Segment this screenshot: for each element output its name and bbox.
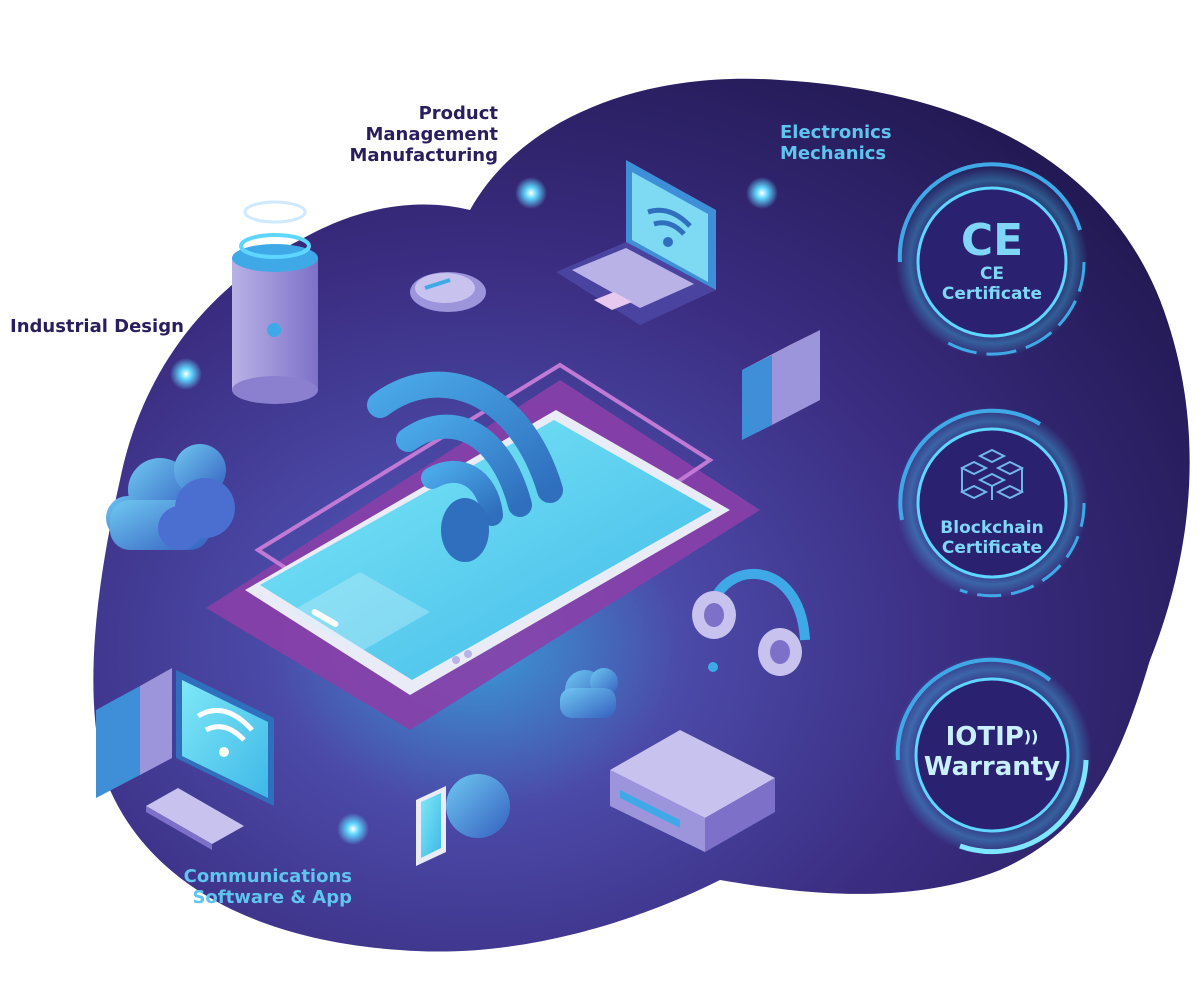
smartphone-icon xyxy=(206,362,760,730)
tablet-icon xyxy=(416,774,510,866)
keyboard-icon xyxy=(146,788,244,850)
mouse-icon xyxy=(410,272,486,312)
glow-dot xyxy=(746,177,778,209)
blockchain-cubes-icon xyxy=(959,448,1025,500)
label-line: Communications xyxy=(183,866,352,887)
label-line: Product xyxy=(418,103,498,124)
server-icon xyxy=(742,330,820,440)
cylinder-device-icon xyxy=(232,200,318,404)
label-electronics-mechanics: Electronics Mechanics xyxy=(780,122,892,164)
label-line: Mechanics xyxy=(780,143,887,164)
glow-dot xyxy=(515,177,547,209)
ce-symbol: CE xyxy=(960,215,1024,266)
badge-blockchain-text: Blockchain Certificate xyxy=(940,518,1044,558)
badge-ce xyxy=(896,162,1088,358)
small-cloud-icon xyxy=(560,668,618,718)
laptop-icon xyxy=(556,160,716,325)
label-line: Manufacturing xyxy=(349,145,499,166)
badge-warranty xyxy=(892,655,1092,855)
badge-warranty-text: IOTIP)) Warranty xyxy=(923,722,1061,782)
iotip-wordmark: IOTIP xyxy=(945,722,1024,752)
wifi-icon xyxy=(367,371,563,562)
badge-blockchain xyxy=(896,407,1088,599)
label-line: Software & App xyxy=(192,887,352,908)
desktop-computer-icon xyxy=(96,668,274,806)
glow-dot xyxy=(337,813,369,845)
glow-dot xyxy=(170,358,202,390)
label-product-management: Product Management Manufacturing xyxy=(330,103,499,166)
cloud-icon xyxy=(106,444,235,550)
glow-dots xyxy=(170,177,778,845)
headphones-icon xyxy=(692,568,810,676)
badge-ce-text: CE CE Certificate xyxy=(912,215,1072,305)
label-communications-software: Communications Software & App xyxy=(160,866,352,908)
label-line: Management xyxy=(365,124,499,145)
label-line: Electronics xyxy=(780,122,892,143)
wave-mark: )) xyxy=(1023,727,1039,746)
label-industrial-design: Industrial Design xyxy=(10,316,184,337)
router-box-icon xyxy=(610,730,775,852)
